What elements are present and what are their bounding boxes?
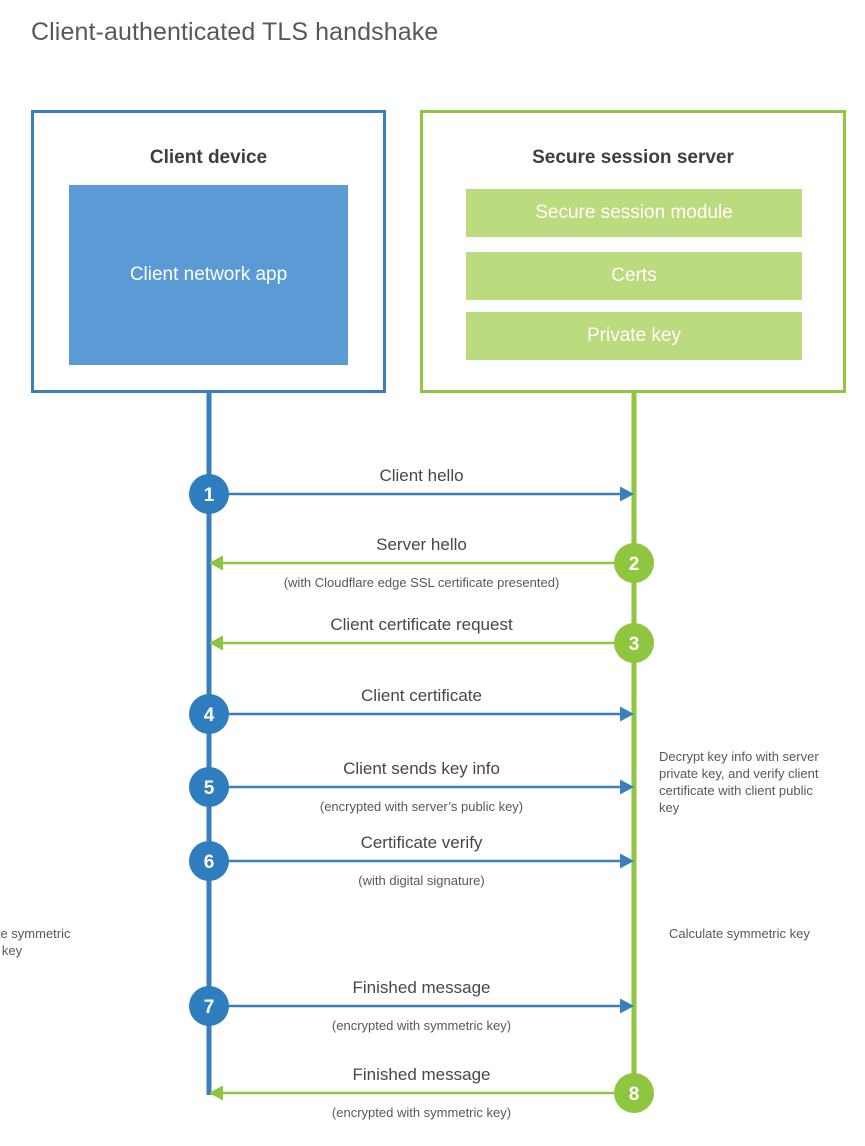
step-circle-3 bbox=[614, 623, 654, 663]
step-circle-5 bbox=[189, 767, 229, 807]
arrow-head-step-5 bbox=[620, 779, 634, 795]
arrow-head-step-2 bbox=[209, 555, 223, 571]
message-label-step-4: Client certificate bbox=[361, 686, 482, 705]
step-number-2: 2 bbox=[629, 554, 640, 575]
step-number-3: 3 bbox=[629, 634, 640, 655]
step-circle-1 bbox=[189, 474, 229, 514]
message-label-step-5: Client sends key info bbox=[343, 759, 500, 778]
step-number-7: 7 bbox=[204, 997, 215, 1018]
step-number-6: 6 bbox=[204, 852, 215, 873]
page-title: Client-authenticated TLS handshake bbox=[31, 18, 439, 46]
step-circle-7 bbox=[189, 986, 229, 1026]
message-sublabel-step-8: (encrypted with symmetric key) bbox=[331, 1105, 512, 1120]
arrow-head-step-6 bbox=[620, 853, 634, 869]
arrow-head-step-8 bbox=[209, 1085, 223, 1101]
message-sublabel-step-5: (encrypted with server’s public key) bbox=[319, 799, 524, 814]
note-client-calculate-symmetric-key: Calculate symmetric key bbox=[0, 926, 71, 959]
message-label-step-6: Certificate verify bbox=[360, 833, 483, 852]
arrow-head-step-1 bbox=[620, 486, 634, 502]
client-device-box: Client device Client network app bbox=[31, 110, 386, 393]
note-server-calculate-symmetric-key: Calculate symmetric key bbox=[669, 926, 810, 941]
arrow-head-step-3 bbox=[209, 635, 223, 651]
step-circle-2 bbox=[614, 543, 654, 583]
client-network-app-block: Client network app bbox=[69, 185, 348, 365]
server-module-certs: Certs bbox=[466, 252, 802, 300]
step-number-4: 4 bbox=[204, 705, 215, 726]
step-circle-4 bbox=[189, 694, 229, 734]
message-label-step-7: Finished message bbox=[352, 978, 491, 997]
arrow-head-step-7 bbox=[620, 998, 634, 1014]
message-sublabel-step-7: (encrypted with symmetric key) bbox=[331, 1018, 512, 1033]
message-label-step-1: Client hello bbox=[379, 466, 464, 485]
note-server-decrypt: Decrypt key info with server private key… bbox=[659, 749, 819, 816]
step-circles-layer: 1 2 3 4 5 6 7 8 bbox=[189, 474, 654, 1113]
server-module-secure-session-module: Secure session module bbox=[466, 189, 802, 237]
arrows-layer bbox=[209, 486, 634, 1101]
server-module-private-key: Private key bbox=[466, 312, 802, 360]
step-number-1: 1 bbox=[204, 485, 215, 506]
client-device-title: Client device bbox=[149, 147, 268, 168]
step-number-8: 8 bbox=[629, 1084, 640, 1105]
step-circle-6 bbox=[189, 841, 229, 881]
secure-session-server-box: Secure session server Secure session mod… bbox=[420, 110, 846, 393]
arrow-head-step-4 bbox=[620, 706, 634, 722]
message-sublabel-step-6: (with digital signature) bbox=[358, 873, 485, 888]
step-circle-8 bbox=[614, 1073, 654, 1113]
message-label-step-3: Client certificate request bbox=[330, 615, 513, 634]
message-label-step-2: Server hello bbox=[376, 535, 467, 554]
message-label-step-8: Finished message bbox=[352, 1065, 491, 1084]
message-sublabel-step-2: (with Cloudflare edge SSL certificate pr… bbox=[283, 575, 560, 590]
step-number-5: 5 bbox=[204, 778, 215, 799]
secure-session-server-title: Secure session server bbox=[532, 147, 734, 168]
